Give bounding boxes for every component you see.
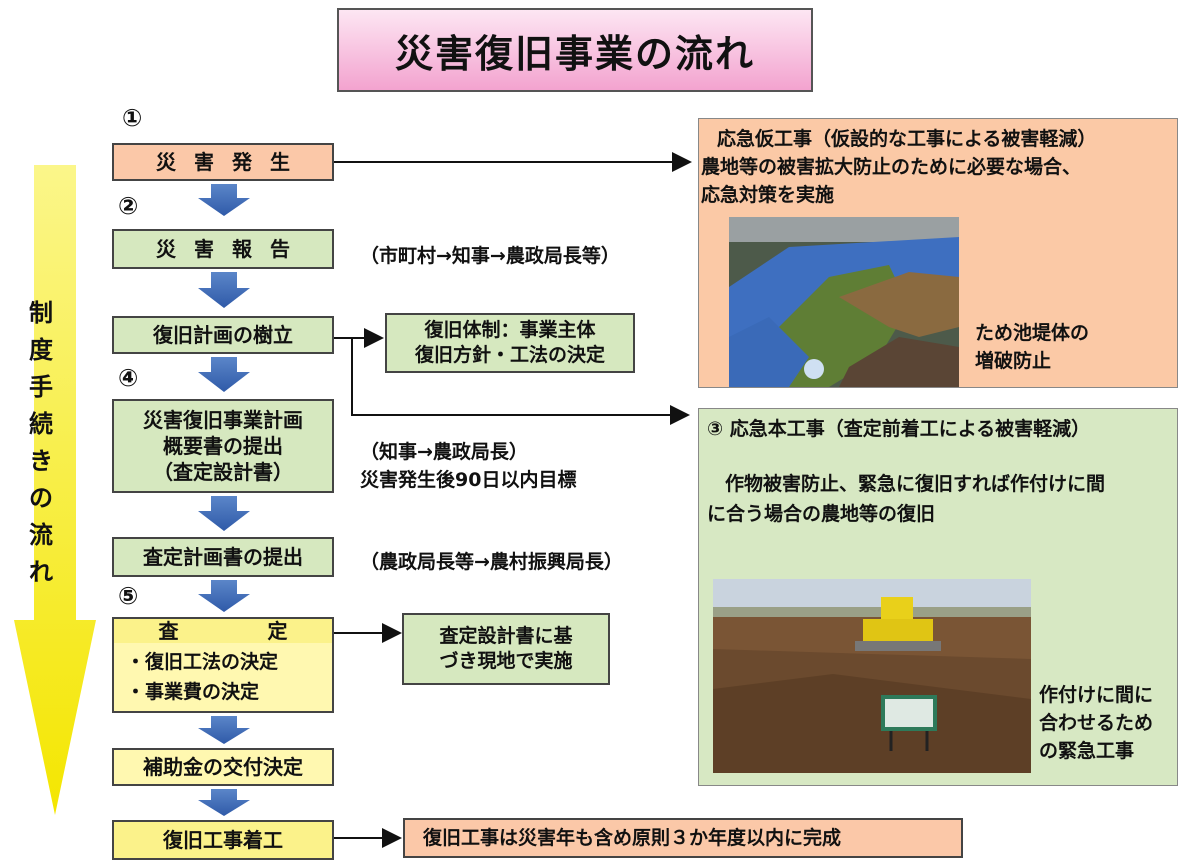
- side-char: 手: [29, 373, 53, 401]
- note-line: 査定設計書に基: [439, 625, 573, 648]
- panel-emergency-temporary-text: 応急仮工事（仮設的な工事による被害軽減） 農地等の被害拡大防止のために必要な場合…: [701, 125, 1097, 209]
- side-char: 流: [29, 521, 53, 549]
- step-label: 復旧工事着工: [163, 828, 283, 852]
- step-number-1: ①: [122, 104, 143, 132]
- step-label: 災害発生: [156, 150, 308, 174]
- note-recovery-system: 復旧体制：事業主体 復旧方針・工法の決定: [385, 313, 635, 373]
- note-line: 災害発生後90日以内目標: [360, 469, 577, 491]
- step-label: 定: [267, 619, 288, 643]
- panel-line: に合う場合の農地等の復旧: [707, 503, 936, 525]
- panel-emergency-temporary-work: 応急仮工事（仮設的な工事による被害軽減） 農地等の被害拡大防止のために必要な場合…: [698, 118, 1178, 388]
- step-number-5: ⑤: [118, 582, 139, 610]
- step-inspection-header: 査 定: [112, 617, 334, 645]
- panel-emergency-main-work: ③ 応急本工事（査定前着工による被害軽減） 作物被害防止、緊急に復旧すれば作付け…: [698, 408, 1178, 786]
- panel-line: 応急対策を実施: [701, 184, 835, 206]
- side-char: 度: [29, 336, 53, 364]
- step-label: 査: [158, 619, 179, 643]
- process-flow-arrow: [14, 165, 96, 815]
- step-plan-summary-submission: 災害復旧事業計画 概要書の提出 （査定設計書）: [112, 399, 334, 493]
- down-arrow-7: [198, 789, 250, 816]
- down-arrow-2: [198, 272, 250, 308]
- farmland-restoration-photo: [713, 579, 1031, 773]
- step-label-line: 災害復旧事業計画: [143, 408, 303, 432]
- side-label: 制 度 手 続 き の 流 れ: [21, 295, 61, 591]
- side-char: 続: [29, 410, 53, 438]
- note-line: 復旧体制：事業主体: [424, 319, 596, 342]
- side-char: の: [29, 484, 53, 512]
- caption-line: 合わせるため: [1039, 712, 1154, 734]
- step-inspection-plan-submission: 査定計画書の提出: [112, 537, 334, 577]
- caption-line: の緊急工事: [1039, 740, 1135, 762]
- panel-emergency-main-heading: ③ 応急本工事（査定前着工による被害軽減）: [707, 418, 1091, 440]
- reservoir-embankment-photo: [729, 217, 959, 387]
- step-inspection-body: ・復旧工法の決定 ・事業費の決定: [112, 643, 334, 713]
- step-disaster-occurrence: 災害発生: [112, 143, 334, 181]
- note-line: （知事→農政局長）: [360, 441, 528, 463]
- step-number-4: ④: [118, 364, 139, 392]
- side-char: 制: [29, 299, 53, 327]
- inspection-item: ・復旧工法の決定: [126, 651, 279, 673]
- step-disaster-report: 災害報告: [112, 229, 334, 269]
- step-label: 復旧計画の樹立: [153, 323, 293, 347]
- note-submission-route: （知事→農政局長） 災害発生後90日以内目標: [360, 438, 576, 494]
- side-char: れ: [29, 558, 53, 586]
- step-label: 災害報告: [156, 237, 308, 261]
- panel-emergency-main-text: 作物被害防止、緊急に復旧すれば作付けに間 に合う場合の農地等の復旧: [707, 469, 1105, 529]
- note-line: 復旧方針・工法の決定: [414, 344, 605, 366]
- caption-line: 増破防止: [975, 350, 1052, 372]
- step-label-line: 概要書の提出: [163, 434, 283, 458]
- panel-line: 作物被害防止、緊急に復旧すれば作付けに間: [725, 473, 1106, 495]
- step-recovery-plan: 復旧計画の樹立: [112, 316, 334, 354]
- note-line: づき現地で実施: [439, 650, 573, 672]
- inspection-item: ・事業費の決定: [126, 681, 260, 703]
- caption-line: 作付けに間に: [1039, 684, 1154, 706]
- step-label: 査定計画書の提出: [143, 545, 303, 569]
- page-title: 災害復旧事業の流れ: [337, 8, 813, 92]
- caption-line: ため池堤体の: [975, 322, 1090, 344]
- step-label-line: （査定設計書）: [153, 460, 293, 484]
- down-arrow-3: [198, 357, 250, 392]
- side-char: き: [29, 447, 53, 475]
- down-arrow-4: [198, 496, 250, 531]
- panel-emergency-main-caption: 作付けに間に 合わせるため の緊急工事: [1039, 681, 1153, 765]
- step-number-2: ②: [118, 192, 139, 220]
- step-subsidy-decision: 補助金の交付決定: [112, 748, 334, 786]
- panel-line: 応急仮工事（仮設的な工事による被害軽減）: [717, 128, 1097, 150]
- note-completion-rule: 復旧工事は災害年も含め原則３か年度以内に完成: [403, 818, 963, 858]
- down-arrow-6: [198, 716, 250, 744]
- connector-to-emergency-main: [351, 338, 690, 425]
- note-inspection-plan-route: （農政局長等→農村振興局長）: [360, 551, 623, 573]
- step-label: 補助金の交付決定: [143, 755, 303, 779]
- panel-emergency-temporary-caption: ため池堤体の 増破防止: [975, 319, 1089, 375]
- note-site-inspection: 査定設計書に基 づき現地で実施: [402, 613, 610, 685]
- note-report-route: （市町村→知事→農政局長等）: [360, 245, 620, 267]
- down-arrow-1: [198, 184, 250, 216]
- panel-line: 農地等の被害拡大防止のために必要な場合、: [701, 156, 1082, 178]
- down-arrow-5: [198, 580, 250, 612]
